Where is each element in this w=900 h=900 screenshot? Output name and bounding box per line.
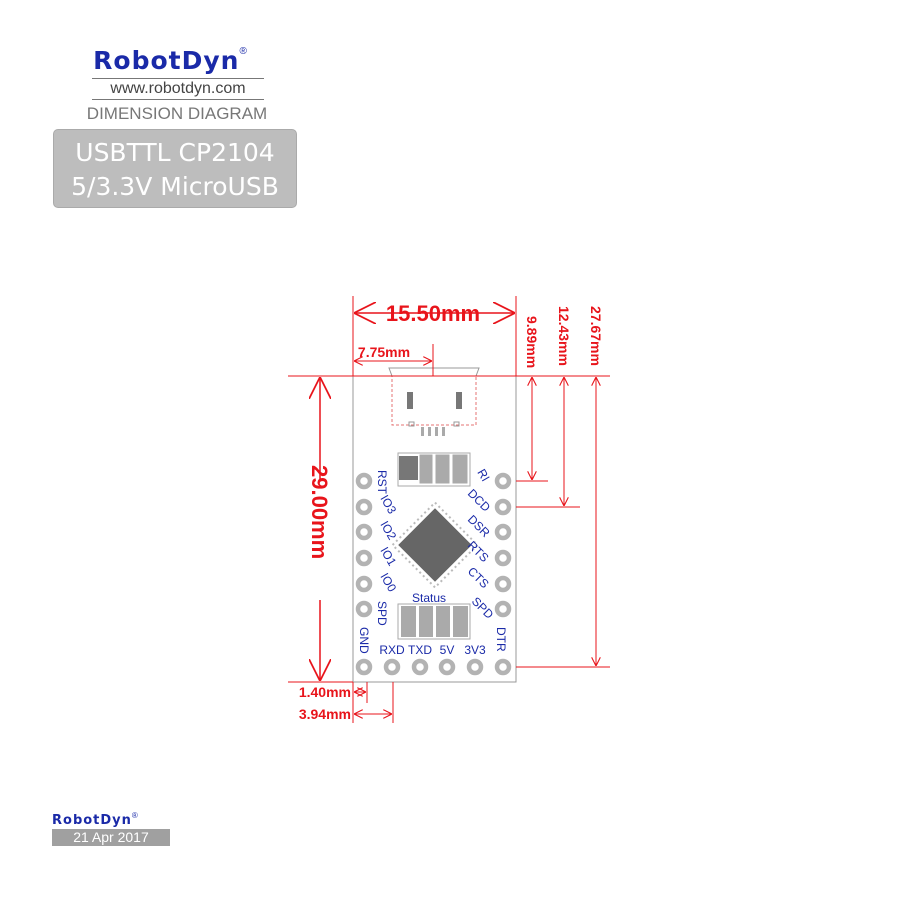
footer-logo: RobotDyn®	[52, 811, 138, 829]
pin-label-rxd: RXD	[379, 643, 405, 657]
pad	[411, 658, 429, 676]
status-label: Status	[412, 591, 446, 605]
brand-name: RobotDyn	[93, 46, 240, 75]
product-name-line1: USBTTL CP2104	[75, 138, 275, 167]
pin-label-txd: TXD	[408, 643, 432, 657]
pad	[383, 658, 401, 676]
pin-label-rst: RST	[375, 470, 389, 495]
pin-label-spd-left: SPD	[375, 601, 389, 626]
pad	[355, 498, 373, 516]
website-url: www.robotdyn.com	[92, 78, 264, 100]
pin-label-5v: 5V	[440, 643, 455, 657]
pad	[355, 658, 373, 676]
pad	[494, 575, 512, 593]
product-name-line2: 5/3.3V MicroUSB	[71, 172, 279, 201]
pad	[494, 658, 512, 676]
pad	[494, 600, 512, 618]
pad	[355, 472, 373, 490]
footer-registered-mark: ®	[131, 811, 138, 820]
pad	[494, 472, 512, 490]
pin-label-gnd: GND	[357, 627, 371, 654]
bottom-row-offset-label: 27.67mm	[588, 306, 604, 366]
dcd-offset-label: 12.43mm	[556, 306, 572, 366]
pad	[355, 549, 373, 567]
robotdyn-logo: RobotDyn®	[70, 46, 270, 75]
half-width-label: 7.75mm	[358, 344, 410, 360]
pad	[355, 523, 373, 541]
bottom-pads	[355, 658, 512, 676]
width-label: 15.50mm	[386, 301, 480, 326]
ri-offset-label: 9.89mm	[524, 316, 540, 368]
right-pads	[494, 472, 512, 618]
registered-mark: ®	[239, 46, 247, 57]
left-pads	[355, 472, 373, 618]
height-label: 29.00mm	[307, 465, 332, 559]
pad	[466, 658, 484, 676]
footer-brand-name: RobotDyn	[52, 813, 132, 828]
product-name-box: USBTTL CP2104 5/3.3V MicroUSB	[53, 129, 297, 208]
pin-label-3v3: 3V3	[464, 643, 486, 657]
pad	[438, 658, 456, 676]
edge-to-second-pin-label: 3.94mm	[299, 706, 351, 722]
pin-label-dtr: DTR	[494, 627, 508, 652]
pad	[355, 575, 373, 593]
date-stamp: 21 Apr 2017	[52, 829, 170, 846]
edge-to-pin-label: 1.40mm	[299, 684, 351, 700]
pad	[355, 600, 373, 618]
pad	[494, 549, 512, 567]
pad	[494, 523, 512, 541]
document-type: DIMENSION DIAGRAM	[86, 104, 268, 123]
status-leds	[397, 603, 471, 640]
top-components	[397, 452, 471, 487]
pad	[494, 498, 512, 516]
